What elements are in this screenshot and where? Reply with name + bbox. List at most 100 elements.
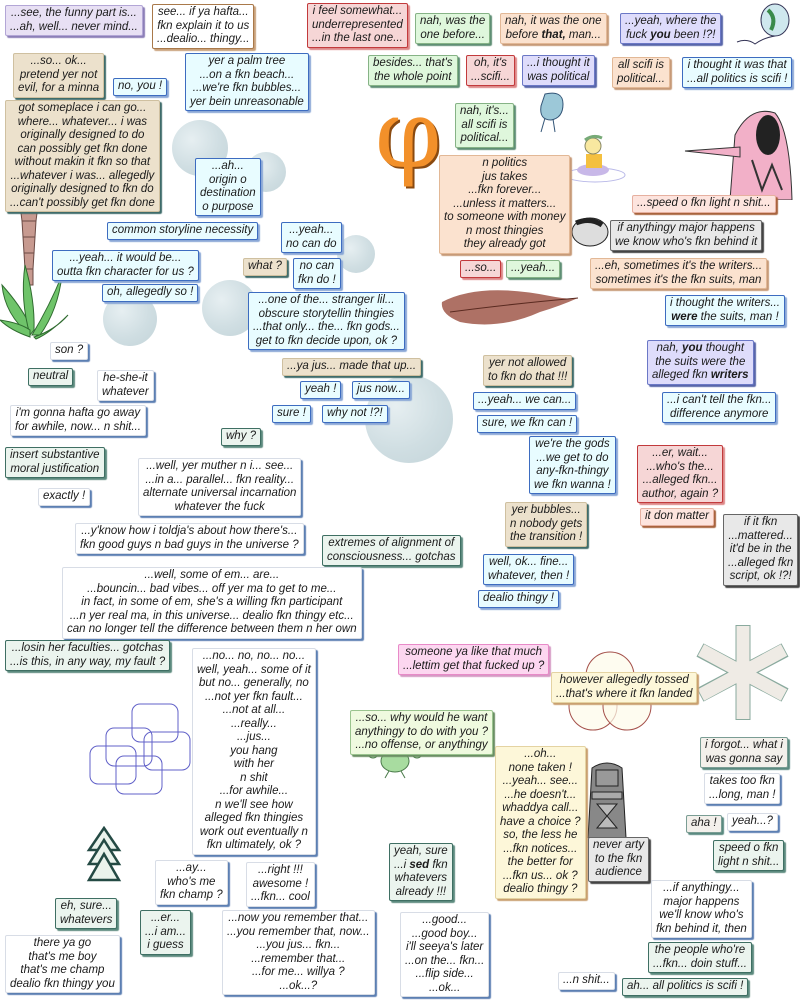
bubble-line: i guess [147, 939, 184, 951]
bubble-line: ...ay... [176, 862, 207, 874]
bubble-line: yer not allowed [488, 357, 567, 369]
bubble-line: ...bouncin... bad vibes... off yer ma to… [87, 582, 337, 595]
bubble-line: o purpose [202, 200, 254, 213]
bubble-line: ...mattered... [728, 529, 793, 542]
bubble-line: n shit [240, 771, 268, 784]
speech-bubble: sure ! [272, 405, 311, 423]
bubble-line: if it fkn [743, 516, 778, 528]
bubble-line: the whole point [374, 70, 452, 83]
bubble-line: exactly ! [43, 490, 86, 502]
bubble-line: awesome ! [252, 877, 309, 890]
bubble-line: were the suits, man ! [670, 311, 780, 325]
speech-bubble: yeah...? [727, 813, 778, 831]
bubble-line: ...on a fkn beach... [199, 68, 295, 81]
bubble-line: no can do [286, 237, 337, 250]
bubble-line: ...ok...? [279, 979, 318, 992]
bubble-line: dealio thingy ! [483, 592, 554, 604]
bubble-line: ...who's the... [646, 460, 714, 473]
bubble-line: script, ok !?! [729, 570, 792, 582]
bubble-line: he-she-it [102, 372, 148, 384]
bubble-line: ...now you remember that... [228, 912, 369, 924]
bubble-line: besides... that's [373, 57, 453, 69]
bubble-line: whatever the fuck [174, 500, 265, 513]
bubble-line: ...in a... parallel... fkn reality... [145, 473, 295, 486]
bubble-line: one before... [420, 28, 485, 41]
bubble-line: before that, man... [505, 29, 602, 43]
bubble-line: ...flip side... [415, 968, 474, 980]
bubble-line: destination [200, 187, 256, 199]
bubble-line: ...n shit... [563, 974, 610, 986]
bubble-line: well, yeah... some of it [197, 663, 311, 676]
bubble-line: origin o [208, 173, 247, 186]
bubble-line: political... [460, 132, 509, 144]
bubble-line: ...i am... [145, 925, 186, 938]
bubble-line: ...if anythingy... [663, 882, 740, 894]
palm-tree-icon [0, 205, 69, 340]
speech-bubble: yer a palm tree...on a fkn beach......we… [185, 53, 309, 111]
bubble-line: n politics [482, 157, 528, 169]
bubble-line: you hang [230, 744, 278, 757]
bubble-line: ...i thought it [527, 57, 590, 69]
bubble-line: ...right !!! [258, 864, 303, 876]
bubble-line: ...yeah... [289, 224, 334, 236]
bubble-line: no, you ! [118, 80, 163, 92]
bubble-line: n nobody gets [510, 517, 583, 530]
bubble-line: ...unless it matters... [453, 197, 557, 210]
speech-bubble: neutral [28, 368, 74, 386]
bubble-line: author, again ? [642, 487, 719, 500]
phi-glyph-icon: φ [375, 80, 442, 190]
bubble-line: where... whatever... i was [17, 115, 148, 128]
bubble-line: ...yeah... [511, 262, 556, 274]
bold-text-segment: that, [541, 28, 566, 41]
speech-bubble: oh, it's...scifi... [466, 55, 515, 86]
bubble-line: ...not yer fkn fault... [204, 690, 303, 703]
bubble-line: whatever [102, 385, 149, 398]
stone-idol-icon [587, 762, 627, 838]
speech-bubble: ah... all politics is scifi ! [622, 978, 749, 996]
bubble-line: ...fkn... doin stuff... [653, 957, 747, 970]
bubble-line: ...jus... [236, 731, 271, 743]
balloon-globe-icon [736, 3, 790, 45]
text-segment: ...i [394, 858, 410, 871]
bubble-line: so, the less he [503, 829, 578, 841]
bubble-line: we're the gods [535, 438, 610, 450]
bubble-line: without makin it fkn so that [14, 156, 151, 168]
bubble-line: eh, sure... [60, 900, 112, 912]
bubble-line: yeah...? [732, 815, 773, 827]
bubble-line: who's me [167, 875, 216, 888]
bubble-line: moral justification [10, 462, 100, 475]
speech-bubble: someone ya like that much...lettim get t… [398, 644, 550, 675]
bubble-line: ...yeah... see... [502, 775, 578, 787]
bubble-line: ...all politics is scifi ! [687, 72, 788, 85]
bubble-line: we'll know who's [659, 909, 744, 921]
bubble-line: i forgot... what i [705, 739, 783, 751]
bubble-line: ...so... [465, 262, 497, 274]
bubble-line: it'd be in the [729, 543, 792, 555]
bubble-line: to someone with money [444, 211, 566, 223]
bubble-line: ...is this, in any way, my fault ? [10, 655, 166, 668]
bubble-line: ...ya jus... made that up... [287, 360, 417, 372]
speech-bubble: ...yeah... it would be...outta fkn chara… [52, 250, 199, 281]
bubble-line: ...one of the... stranger lil... [258, 294, 395, 306]
speech-bubble: why ? [221, 428, 262, 446]
speech-bubble: the people who're...fkn... doin stuff... [648, 942, 752, 973]
bubble-line: ...not at all... [222, 704, 286, 716]
text-segment: fkn [429, 858, 448, 871]
bubble-line: dealio fkn thingy you [10, 977, 115, 990]
bubble-line: ...we get to do [536, 451, 609, 464]
speech-bubble: dealio thingy ! [478, 590, 559, 608]
bubble-line: sure ! [277, 407, 306, 419]
bubble-line: if anythingy major happens [617, 222, 755, 234]
bubble-line: ...good boy... [411, 927, 478, 940]
bubble-line: difference anymore [670, 407, 769, 420]
bubble-line: major happens [663, 895, 740, 908]
bubble-line: i'll seeya's later [406, 941, 484, 953]
